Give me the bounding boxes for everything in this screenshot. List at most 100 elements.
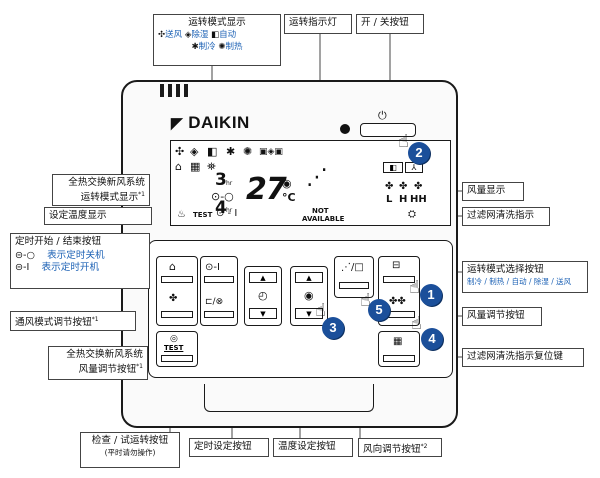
run-indicator-light — [340, 124, 350, 134]
cool-icon: ✱ — [191, 42, 199, 52]
heat-exchange-icon: ⌂ — [175, 160, 182, 173]
timer-set-callout: 定时设定按钮 — [189, 438, 269, 457]
louver-swing-icon: ⋰ — [306, 165, 328, 190]
airflow-direction-button[interactable] — [339, 282, 369, 289]
temp-unit: °C — [282, 191, 296, 204]
hx-mode-line2: 运转模式显示 — [80, 192, 139, 204]
vent-mode-callout: 通风模式调节按钮*1 — [10, 311, 136, 331]
lcd-screen — [170, 140, 451, 226]
hand-pointer-icon: ☝ — [398, 131, 409, 152]
mode-select-button[interactable] — [383, 276, 415, 283]
check-test-button[interactable] — [161, 355, 193, 362]
logo-text: DAIKIN — [188, 113, 250, 132]
hand-pointer-icon: ☝ — [411, 313, 422, 334]
fan-speed-icon: ✤✤ — [389, 296, 406, 307]
vent-slot — [176, 84, 180, 97]
mode-cool-label: 制冷 — [198, 42, 216, 52]
fan-h-label: H — [399, 194, 408, 205]
step-badge-2: 2 — [408, 142, 430, 164]
vent-slot — [168, 84, 172, 97]
fan-display-callout: 风量显示 — [462, 182, 524, 201]
timer-down-button[interactable]: ▼ — [249, 308, 277, 319]
mode-select-sub: 制冷 / 制热 / 自动 / 除湿 / 送风 — [467, 277, 572, 286]
hr-label: hr — [226, 180, 233, 187]
timer-cancel-button[interactable] — [204, 311, 234, 318]
airflow-direction-icon: ⋰/□ — [341, 262, 364, 273]
mode-select-icon: ⊟ — [392, 260, 401, 271]
vent-mode-button[interactable] — [161, 311, 193, 318]
timer-hours-top: 3 — [215, 170, 227, 190]
daikin-mark-icon: ◤ — [171, 115, 184, 132]
mode-heat-label: 制热 — [225, 42, 243, 52]
auto-icon: ◧ — [211, 30, 220, 40]
timer-off-symbol: ⊝-○ — [15, 250, 35, 261]
hx-fan-line1: 全热交换新风系统 — [66, 349, 143, 360]
timer-start-end-icon: ⊙-I — [205, 262, 220, 273]
hand-pointer-icon: ☝ — [360, 290, 371, 311]
timer-on-label: 表示定时开机 — [41, 262, 100, 273]
fan-icon: ✣ — [158, 30, 166, 40]
temp-up-button[interactable]: ▲ — [295, 272, 323, 283]
not-available-line2: AVAILABLE — [302, 215, 345, 223]
airflow-dir-note: *2 — [420, 443, 428, 450]
onoff-label: 开 / 关按钮 — [361, 17, 409, 28]
daikin-logo: ◤ DAIKIN — [171, 113, 250, 133]
hx-fan-note: *1 — [136, 363, 143, 370]
auto-mode-icon: ◧ — [207, 145, 218, 158]
airflow-dir-callout: 风向调节按钮*2 — [358, 438, 442, 457]
set-temp-label: 设定温度显示 — [49, 210, 107, 221]
timer-set-label: 定时设定按钮 — [194, 441, 252, 452]
timer-on-symbol: ⊝-I — [15, 262, 30, 273]
airflow-recess — [334, 256, 374, 298]
step-badge-1: 1 — [420, 284, 442, 306]
set-temp-callout: 设定温度显示 — [44, 207, 152, 225]
timer-start-end-title: 定时开始 / 结束按钮 — [15, 236, 102, 247]
timer-start-end-button[interactable] — [204, 276, 234, 283]
vent-mode-label: 通风模式调节按钮 — [15, 317, 92, 329]
vent-slot — [160, 84, 164, 97]
filter-indicator-callout: 过滤网清洗指示 — [462, 207, 550, 226]
hx-mode-note: *1 — [138, 191, 145, 198]
timer-off-label: 表示定时关机 — [47, 250, 105, 261]
timer-set-clock-icon: ◴ — [258, 289, 268, 302]
filter-sign-icon: ♨ — [177, 209, 186, 220]
timer-start-end-callout: 定时开始 / 结束按钮 ⊝-○ 表示定时关机 ⊝-I 表示定时开机 — [10, 233, 150, 289]
dry-mode-icon: ◈ — [190, 145, 199, 158]
onoff-button[interactable] — [360, 123, 416, 137]
hx-fan-line2: 风量调节按钮 — [78, 364, 137, 376]
fan-display-label: 风量显示 — [467, 185, 506, 196]
temp-set-thermometer-icon: ◉ — [304, 289, 314, 302]
hand-pointer-icon: ☝ — [409, 277, 420, 298]
hand-pointer-icon: ☝ — [315, 300, 326, 321]
heat-exchange-mode-button[interactable] — [161, 276, 193, 283]
airflow-dir-label: 风向调节按钮 — [363, 444, 421, 456]
vent-fan-key-icon: ✤ — [169, 293, 178, 304]
fan-speed-callout: 风量调节按钮 — [462, 307, 542, 326]
filter-reset-label: 过滤网清洗指示复位键 — [467, 351, 563, 362]
timer-up-button[interactable]: ▲ — [249, 272, 277, 283]
check-test-sub: (平时请勿操作) — [104, 448, 156, 457]
vent-fan-icon: ▦ — [190, 160, 201, 173]
fan-mode-icon: ✣ — [175, 145, 185, 158]
filter-reset-button[interactable] — [383, 355, 415, 362]
temp-down-button[interactable]: ▼ — [295, 308, 323, 319]
test-indicator: TEST — [193, 211, 213, 219]
fan-high-icon: ✤ — [399, 181, 408, 192]
filter-reset-callout: 过滤网清洗指示复位键 — [462, 348, 584, 367]
scroll-icon: ⛯ — [207, 160, 216, 173]
mode-fan-label: 送风 — [165, 30, 183, 40]
step-badge-3: 3 — [322, 317, 344, 339]
heat-exchange-key-icon: ⌂ — [169, 260, 176, 273]
heat-icon: ✺ — [218, 42, 226, 52]
fan-l-label: L — [386, 194, 393, 205]
mode-display-callout: 运转模式显示 ✣送风 ◈除湿 ◧自动 ✱制冷 ✺制热 — [153, 14, 281, 66]
timer-on-icon: ⊙ - I — [216, 208, 238, 219]
cool-mode-icon: ✱ — [226, 145, 236, 158]
filter-clean-icon: ⛭ — [408, 209, 416, 220]
timer-clock-icon: ⊙-○ — [211, 190, 234, 203]
check-test-label: 检查 / 试运转按钮 — [91, 435, 169, 446]
set-temperature: 27 — [246, 172, 287, 207]
thermometer-icon: ◉ — [282, 177, 292, 190]
ventilation-icon: ▣◈▣ — [259, 147, 283, 157]
